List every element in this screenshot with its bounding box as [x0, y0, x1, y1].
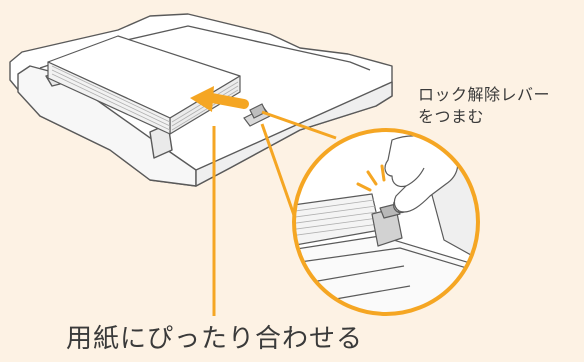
magnified-view-border — [292, 128, 480, 316]
motion-mark-1 — [366, 170, 378, 186]
arrow-head — [190, 86, 214, 112]
zoom-paper-lines — [294, 199, 380, 237]
release-lever-label-line1: ロック解除レバー — [418, 85, 551, 104]
release-lever-label: ロック解除レバー をつまむ — [418, 84, 578, 128]
hand-fingers — [393, 167, 425, 214]
align-paper-caption: 用紙にぴったり合わせる — [66, 324, 364, 354]
zoom-tray-rail — [299, 247, 478, 301]
magnified-view — [292, 128, 480, 316]
motion-mark-2 — [356, 182, 372, 192]
motion-mark-3 — [380, 164, 386, 182]
cassette-right-wall — [195, 81, 393, 187]
squeeze-motion-marks — [356, 164, 386, 192]
zoom-leader-upper — [261, 110, 337, 140]
release-lever-label-line2: をつまむ — [418, 107, 485, 126]
zoom-guide-lever-top — [379, 203, 401, 219]
slide-direction-arrow — [190, 86, 249, 112]
arrow-shaft — [207, 93, 249, 109]
paper-stack-front — [47, 61, 171, 135]
